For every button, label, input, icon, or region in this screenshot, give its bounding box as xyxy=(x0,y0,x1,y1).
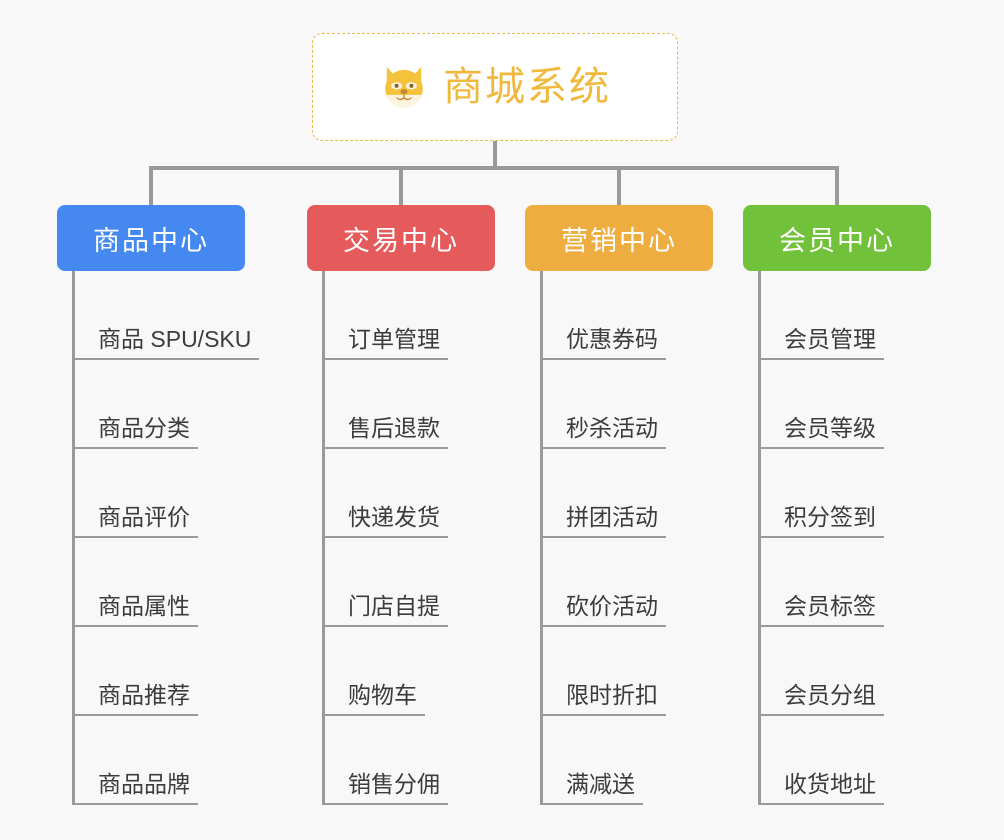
branch-marketing-center: 营销中心 优惠券码 秒杀活动 拼团活动 砍价活动 限时折扣 满减送 xyxy=(525,205,713,805)
leaf-label: 会员分组 xyxy=(758,682,884,716)
list-item[interactable]: 销售分佣 xyxy=(322,716,495,805)
leaf-spine xyxy=(322,271,325,805)
leaf-list-product-center: 商品 SPU/SKU 商品分类 商品评价 商品属性 商品推荐 商品品牌 xyxy=(57,271,260,805)
list-item[interactable]: 拼团活动 xyxy=(540,449,713,538)
category-header-product-center[interactable]: 商品中心 xyxy=(57,205,245,271)
leaf-label: 门店自提 xyxy=(322,593,448,627)
list-item[interactable]: 秒杀活动 xyxy=(540,360,713,449)
list-item[interactable]: 售后退款 xyxy=(322,360,495,449)
leaf-label: 砍价活动 xyxy=(540,593,666,627)
list-item[interactable]: 会员分组 xyxy=(758,627,931,716)
connector-drop-4 xyxy=(835,166,839,206)
list-item[interactable]: 商品品牌 xyxy=(72,716,245,805)
list-item[interactable]: 优惠券码 xyxy=(540,271,713,360)
leaf-label: 限时折扣 xyxy=(540,682,666,716)
list-item[interactable]: 收货地址 xyxy=(758,716,931,805)
list-item[interactable]: 会员标签 xyxy=(758,538,931,627)
branch-member-center: 会员中心 会员管理 会员等级 积分签到 会员标签 会员分组 收货地址 xyxy=(743,205,931,805)
leaf-list-trade-center: 订单管理 售后退款 快递发货 门店自提 购物车 销售分佣 xyxy=(307,271,495,805)
branch-trade-center: 交易中心 订单管理 售后退款 快递发货 门店自提 购物车 销售分佣 xyxy=(307,205,495,805)
leaf-spine xyxy=(540,271,543,805)
connector-drop-1 xyxy=(149,166,153,206)
leaf-label: 优惠券码 xyxy=(540,326,666,360)
branch-product-center: 商品中心 商品 SPU/SKU 商品分类 商品评价 商品属性 商品推荐 商品品牌 xyxy=(57,205,260,805)
list-item[interactable]: 快递发货 xyxy=(322,449,495,538)
leaf-label: 售后退款 xyxy=(322,415,448,449)
connector-stem xyxy=(493,141,497,169)
leaf-spine xyxy=(72,271,75,805)
leaf-label: 秒杀活动 xyxy=(540,415,666,449)
leaf-label: 快递发货 xyxy=(322,504,448,538)
leaf-label: 商品评价 xyxy=(72,504,198,538)
leaf-label: 商品分类 xyxy=(72,415,198,449)
leaf-spine xyxy=(758,271,761,805)
root-node[interactable]: 商城系统 xyxy=(312,33,678,141)
leaf-label: 满减送 xyxy=(540,771,643,805)
leaf-label: 商品品牌 xyxy=(72,771,198,805)
list-item[interactable]: 限时折扣 xyxy=(540,627,713,716)
leaf-label: 商品推荐 xyxy=(72,682,198,716)
leaf-label: 收货地址 xyxy=(758,771,884,805)
leaf-label: 积分签到 xyxy=(758,504,884,538)
list-item[interactable]: 门店自提 xyxy=(322,538,495,627)
list-item[interactable]: 砍价活动 xyxy=(540,538,713,627)
list-item[interactable]: 商品推荐 xyxy=(72,627,245,716)
leaf-label: 订单管理 xyxy=(322,326,448,360)
list-item[interactable]: 积分签到 xyxy=(758,449,931,538)
leaf-label: 会员等级 xyxy=(758,415,884,449)
leaf-label: 拼团活动 xyxy=(540,504,666,538)
list-item[interactable]: 商品评价 xyxy=(72,449,245,538)
list-item[interactable]: 商品分类 xyxy=(72,360,245,449)
connector-drop-2 xyxy=(399,166,403,206)
list-item[interactable]: 会员等级 xyxy=(758,360,931,449)
leaf-label: 销售分佣 xyxy=(322,771,448,805)
list-item[interactable]: 满减送 xyxy=(540,716,713,805)
list-item[interactable]: 订单管理 xyxy=(322,271,495,360)
leaf-list-marketing-center: 优惠券码 秒杀活动 拼团活动 砍价活动 限时折扣 满减送 xyxy=(525,271,713,805)
leaf-label: 商品属性 xyxy=(72,593,198,627)
connector-drop-3 xyxy=(617,166,621,206)
list-item[interactable]: 会员管理 xyxy=(758,271,931,360)
leaf-label: 商品 SPU/SKU xyxy=(72,326,260,360)
category-header-member-center[interactable]: 会员中心 xyxy=(743,205,931,271)
root-title: 商城系统 xyxy=(443,65,611,109)
category-header-marketing-center[interactable]: 营销中心 xyxy=(525,205,713,271)
connector-horizontal-bar xyxy=(149,166,839,170)
shiba-dog-face-icon xyxy=(385,66,423,108)
leaf-label: 购物车 xyxy=(322,682,425,716)
leaf-label: 会员标签 xyxy=(758,593,884,627)
list-item[interactable]: 商品 SPU/SKU xyxy=(72,271,260,360)
category-header-trade-center[interactable]: 交易中心 xyxy=(307,205,495,271)
list-item[interactable]: 购物车 xyxy=(322,627,495,716)
leaf-list-member-center: 会员管理 会员等级 积分签到 会员标签 会员分组 收货地址 xyxy=(743,271,931,805)
leaf-label: 会员管理 xyxy=(758,326,884,360)
list-item[interactable]: 商品属性 xyxy=(72,538,245,627)
